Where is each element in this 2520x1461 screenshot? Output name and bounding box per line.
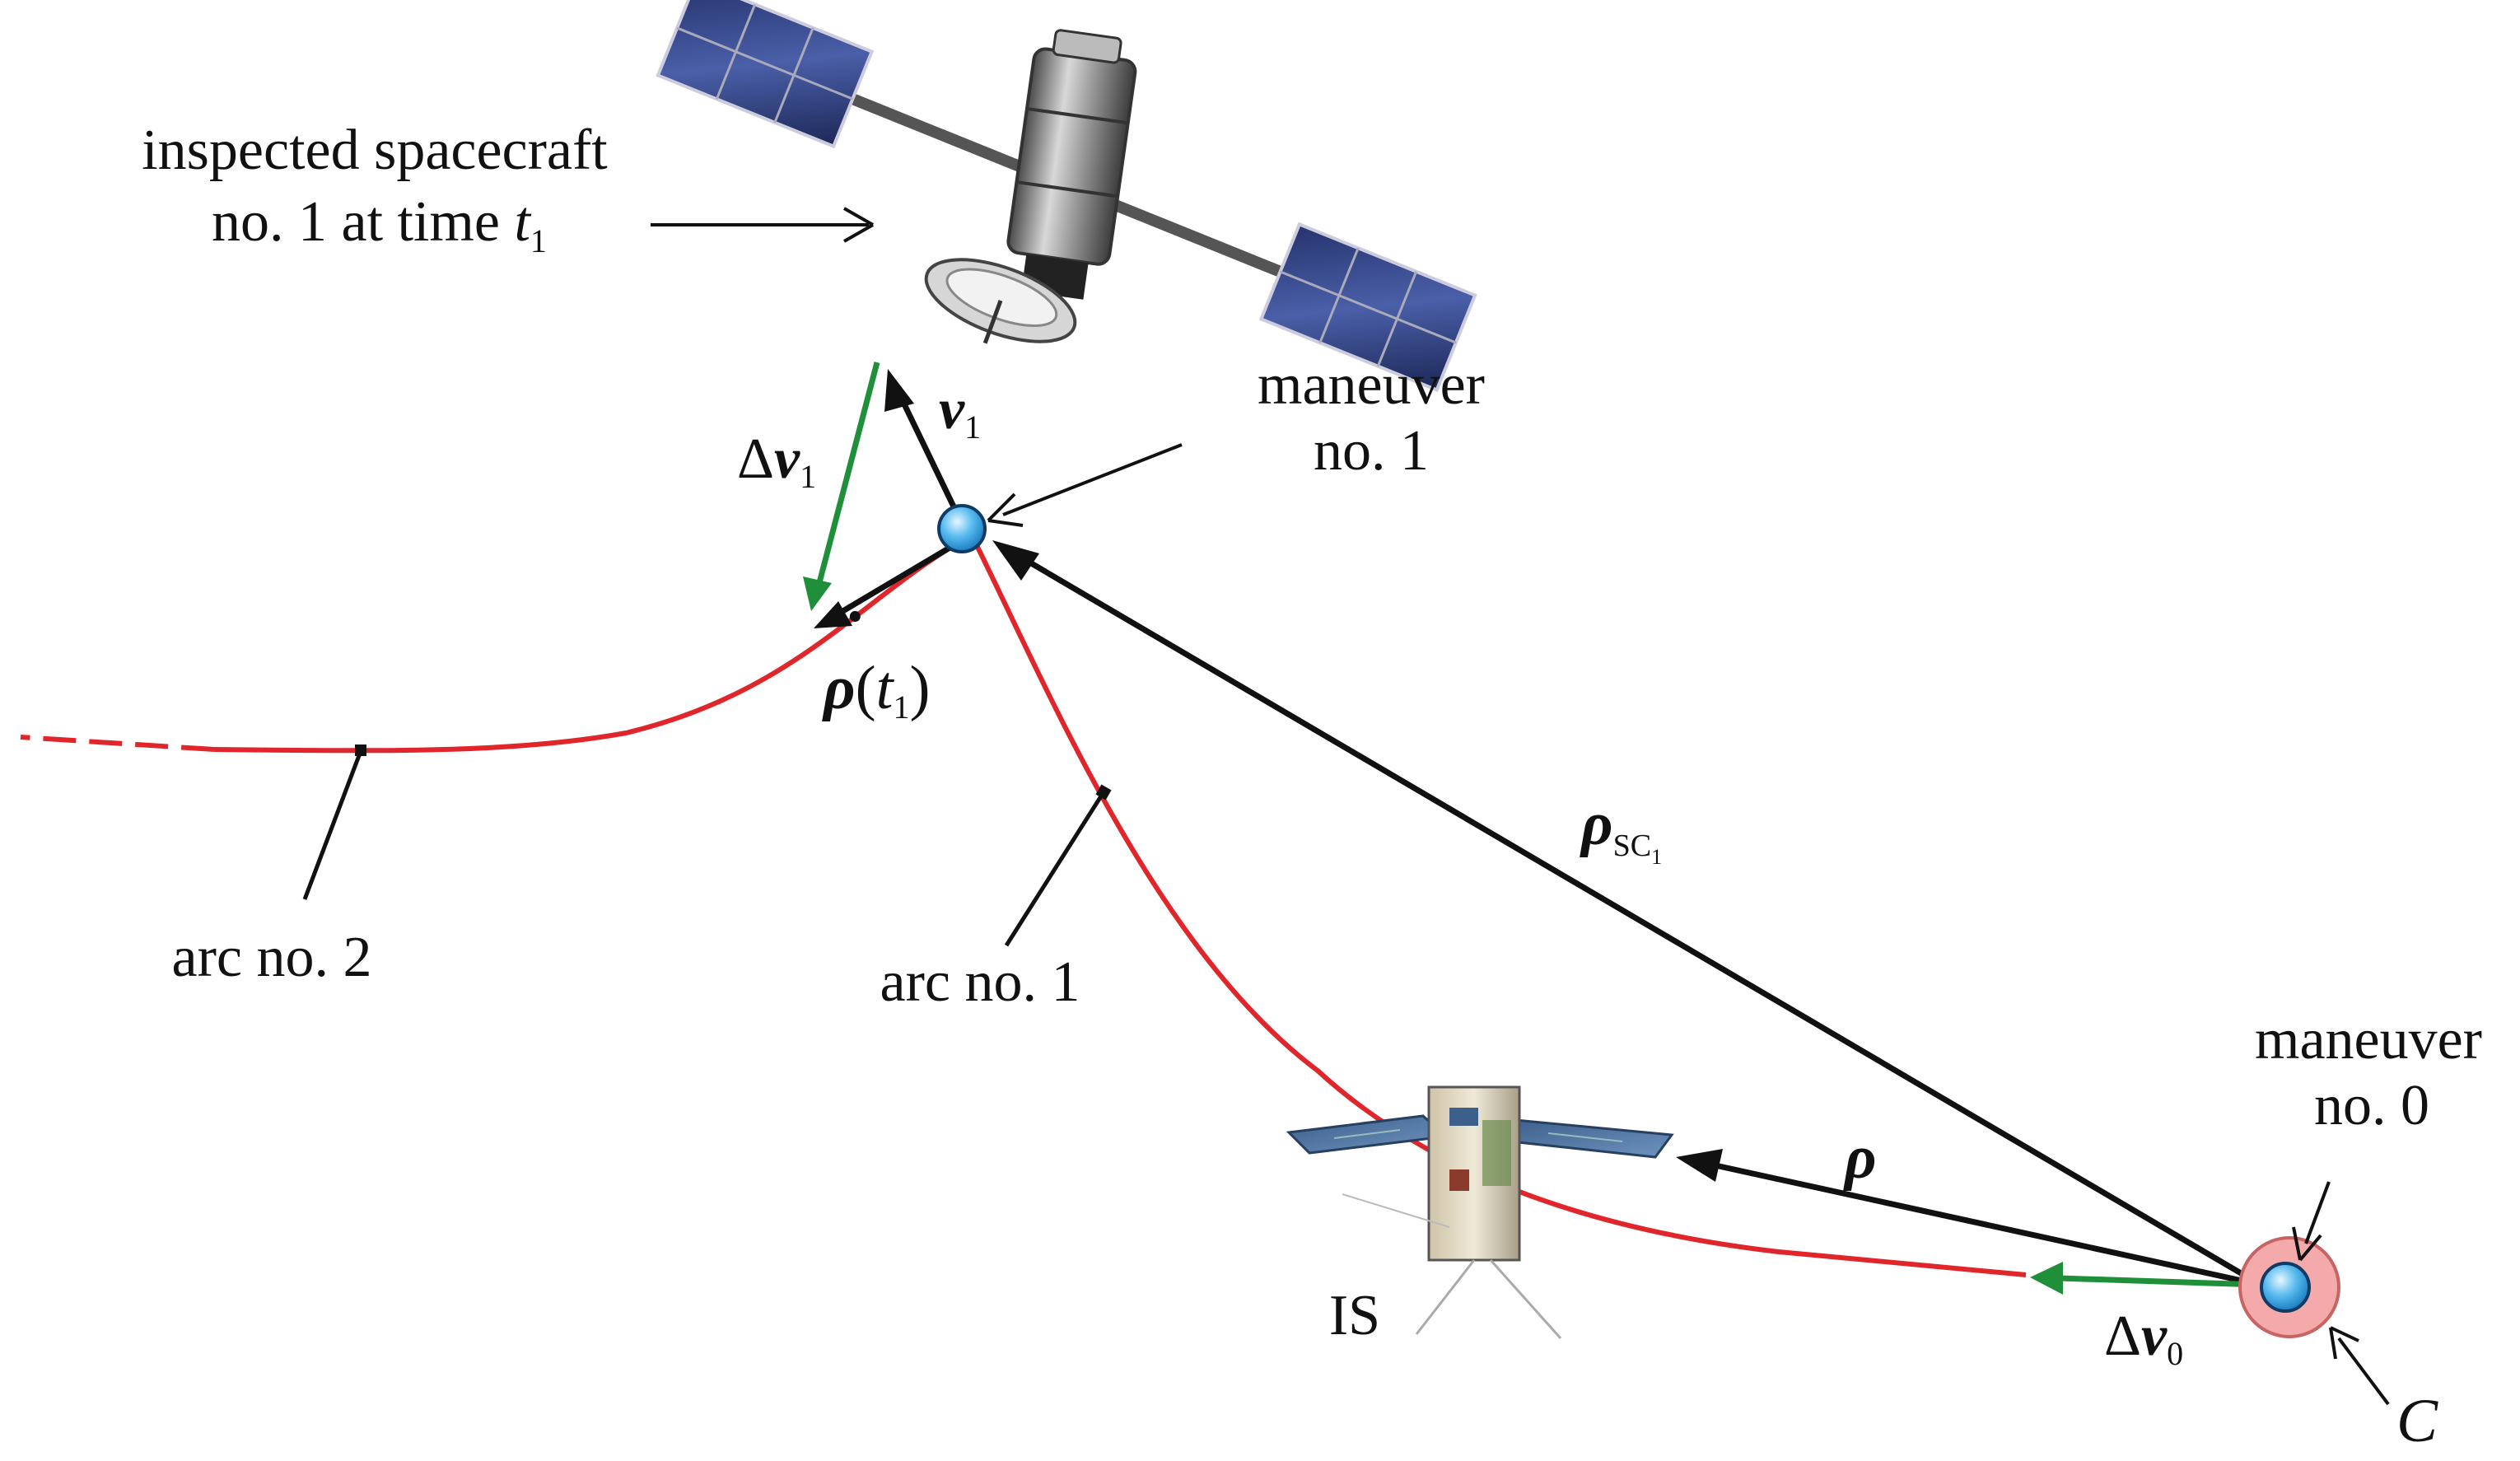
dv1-label-delta: Δ — [737, 427, 774, 491]
rhodot-t: t — [876, 654, 895, 722]
c-pointer — [2329, 1326, 2390, 1406]
arc-2-leader — [302, 750, 363, 900]
dv1-label: v — [774, 427, 800, 491]
maneuver1-pointer — [987, 443, 1183, 527]
maneuver0-label-line1: maneuver — [2255, 1008, 2482, 1071]
rhodot-dot: · — [844, 581, 866, 653]
inspected-label-line2: no. 1 at time — [212, 190, 514, 254]
satellite-icon — [656, 0, 1477, 393]
v1-vector — [884, 369, 967, 529]
svg-text:Δv1: Δv1 — [737, 427, 816, 495]
dv1-label-sub: 1 — [800, 458, 816, 495]
inspected-pointer — [651, 207, 874, 243]
rhodot-vector — [814, 536, 965, 628]
is-label: IS — [1329, 1284, 1380, 1347]
maneuver-1-node — [937, 504, 987, 553]
rho-sc-label-sub: SC — [1613, 829, 1651, 863]
svg-text:Δv0: Δv0 — [2104, 1305, 2183, 1372]
maneuver-0-node — [2238, 1236, 2340, 1338]
maneuver1-label-line2: no. 1 — [1314, 419, 1429, 483]
rhodot-paren-close: ) — [909, 654, 930, 722]
rhodot-paren-open: ( — [856, 654, 876, 722]
dv1-vector — [803, 362, 880, 611]
dv0-label-delta: Δ — [2104, 1305, 2141, 1368]
inspected-label-sub: 1 — [530, 222, 547, 259]
cubesat-icon — [1286, 1085, 1674, 1340]
svg-text:ρSC1: ρSC1 — [1580, 790, 1662, 869]
rhodot-label: ρ — [822, 654, 856, 722]
maneuver0-label-line2: no. 0 — [2314, 1074, 2429, 1137]
arc-2-dashed — [20, 735, 215, 752]
svg-text:ρ(t1): ρ(t1) — [822, 654, 930, 726]
dv0-label: v — [2141, 1305, 2168, 1368]
inspected-label-t: t — [514, 190, 531, 254]
v1-label: v — [939, 378, 965, 441]
svg-text:v1: v1 — [939, 378, 981, 446]
maneuver0-pointer — [2292, 1181, 2331, 1262]
rho-sc-label: ρ — [1580, 790, 1613, 858]
arc1-label: arc no. 1 — [880, 950, 1080, 1014]
rho-sc-label-subsub: 1 — [1651, 845, 1662, 869]
rho-sc1-vector — [992, 540, 2262, 1288]
rho-label: ρ — [1843, 1123, 1877, 1192]
c-label: C — [2396, 1387, 2438, 1455]
dv0-label-sub: 0 — [2167, 1335, 2183, 1372]
v1-label-sub: 1 — [964, 408, 981, 446]
dv0-vector — [2030, 1262, 2261, 1295]
svg-text:inspected spacecraft: inspected spacecraft — [142, 119, 608, 182]
arc-1-leader — [1004, 791, 1106, 947]
rhodot-t-sub: 1 — [893, 688, 909, 726]
inspected-label-line1: inspected spacecraft — [142, 119, 608, 182]
svg-text:no. 1 at time t1: no. 1 at time t1 — [212, 190, 547, 259]
trajectory-arcs — [20, 533, 2027, 1277]
rho-vector — [1676, 1149, 2261, 1288]
maneuver1-label-line1: maneuver — [1258, 353, 1485, 417]
arc2-label: arc no. 2 — [172, 926, 372, 989]
arc-1-curve — [969, 534, 2027, 1277]
